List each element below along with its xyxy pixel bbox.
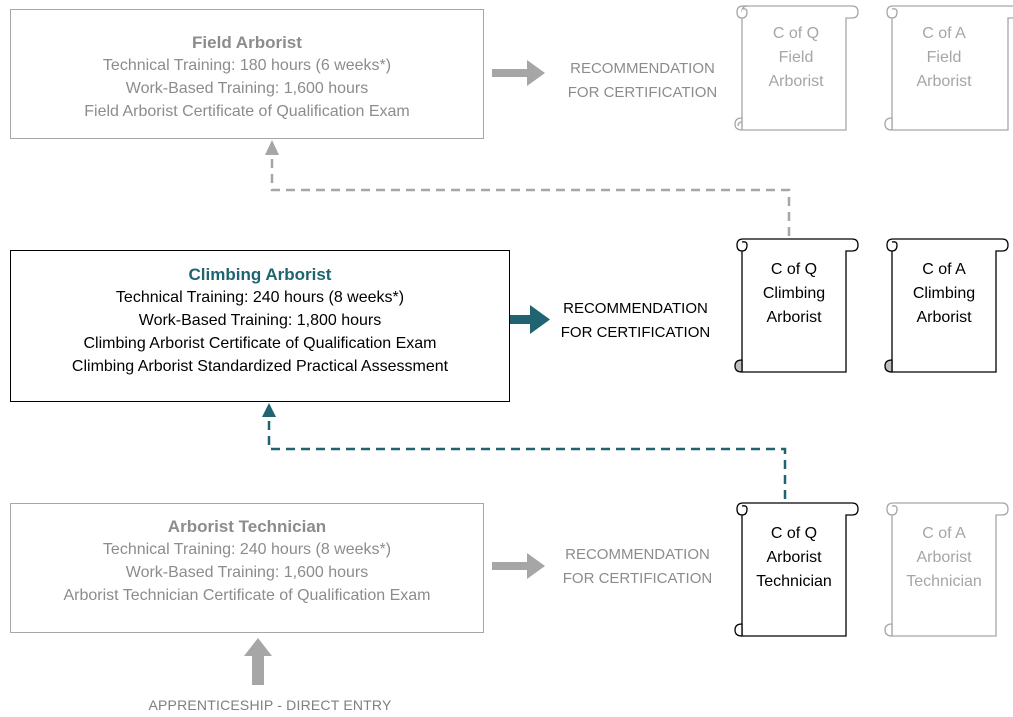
climbing-arborist-title: Climbing Arborist xyxy=(188,265,332,284)
technician-recommendation-label: RECOMMENDATION FOR CERTIFICATION xyxy=(545,543,730,591)
cert-line: Arborist xyxy=(768,73,824,90)
cert-line: Climbing xyxy=(912,285,976,302)
field-arborist-line: Work-Based Training: 1,600 hours xyxy=(125,80,369,97)
recommendation-line: FOR CERTIFICATION xyxy=(560,324,711,341)
scroll-ca-climbing xyxy=(884,238,1009,373)
cert-line: C of A xyxy=(922,261,966,278)
scroll-cq-technician xyxy=(734,502,859,637)
cert-line: Arborist xyxy=(916,73,972,90)
field-recommendation-label: RECOMMENDATION FOR CERTIFICATION xyxy=(550,57,735,105)
cert-line: Climbing xyxy=(762,285,826,302)
recommendation-line: RECOMMENDATION xyxy=(565,546,710,563)
cert-line: Field xyxy=(778,49,814,66)
scroll-cq-field xyxy=(734,5,859,131)
field-arborist-line: Field Arborist Certificate of Qualificat… xyxy=(84,103,410,120)
arrow-up-field-icon xyxy=(265,140,279,155)
cert-line: Technician xyxy=(756,573,832,590)
climbing-arborist-box: Climbing Arborist Technical Training: 24… xyxy=(10,250,510,402)
field-arborist-line: Technical Training: 180 hours (6 weeks*) xyxy=(102,57,392,74)
arborist-technician-title: Arborist Technician xyxy=(167,517,327,536)
cert-ca-field-label: C of A Field Arborist xyxy=(894,22,994,94)
direct-entry-label: APPRENTICESHIP - DIRECT ENTRY xyxy=(148,697,392,713)
arrow-right-technician-icon xyxy=(492,553,545,579)
cert-line: C of A xyxy=(922,25,966,42)
climbing-recommendation-label: RECOMMENDATION FOR CERTIFICATION xyxy=(543,297,728,345)
climbing-arborist-line: Climbing Arborist Standardized Practical… xyxy=(71,358,449,375)
arborist-technician-line: Technical Training: 240 hours (8 weeks*) xyxy=(102,541,392,558)
cert-line: Arborist xyxy=(916,549,972,566)
recommendation-line: FOR CERTIFICATION xyxy=(567,84,718,101)
arborist-technician-line: Work-Based Training: 1,600 hours xyxy=(125,564,369,581)
scroll-ca-field xyxy=(884,5,1013,131)
cert-line: C of Q xyxy=(770,261,818,278)
field-arborist-title: Field Arborist xyxy=(192,33,302,52)
climbing-arborist-line: Work-Based Training: 1,800 hours xyxy=(138,312,382,329)
dashed-connector-field xyxy=(270,155,791,236)
cert-line: C of Q xyxy=(772,25,820,42)
arrow-up-climbing-icon xyxy=(262,403,276,417)
cert-ca-climbing-label: C of A Climbing Arborist xyxy=(894,258,994,330)
cert-cq-climbing-label: C of Q Climbing Arborist xyxy=(744,258,844,330)
arrow-right-climbing-icon xyxy=(506,305,550,334)
cert-line: Arborist xyxy=(766,549,822,566)
cert-line: Field xyxy=(926,49,962,66)
cert-cq-technician-label: C of Q Arborist Technician xyxy=(744,522,844,594)
cert-cq-field-label: C of Q Field Arborist xyxy=(746,22,846,94)
cert-ca-technician-label: C of A Arborist Technician xyxy=(894,522,994,594)
dashed-connector-climbing xyxy=(267,417,787,499)
recommendation-line: RECOMMENDATION xyxy=(563,300,708,317)
arrow-up-entry-icon xyxy=(244,638,272,685)
cert-line: C of Q xyxy=(770,525,818,542)
scroll-cq-climbing xyxy=(734,238,859,373)
cert-line: Arborist xyxy=(916,309,972,326)
recommendation-line: FOR CERTIFICATION xyxy=(562,570,713,587)
arrow-right-field-icon xyxy=(492,60,545,86)
climbing-arborist-line: Technical Training: 240 hours (8 weeks*) xyxy=(115,289,405,306)
climbing-arborist-line: Climbing Arborist Certificate of Qualifi… xyxy=(83,335,437,352)
cert-line: Technician xyxy=(906,573,982,590)
recommendation-line: RECOMMENDATION xyxy=(570,60,715,77)
cert-line: Arborist xyxy=(766,309,822,326)
arborist-technician-box: Arborist Technician Technical Training: … xyxy=(10,503,484,633)
field-arborist-box: Field Arborist Technical Training: 180 h… xyxy=(10,9,484,139)
arborist-technician-line: Arborist Technician Certificate of Quali… xyxy=(63,587,431,604)
cert-line: C of A xyxy=(922,525,966,542)
scroll-ca-technician xyxy=(884,502,1009,637)
